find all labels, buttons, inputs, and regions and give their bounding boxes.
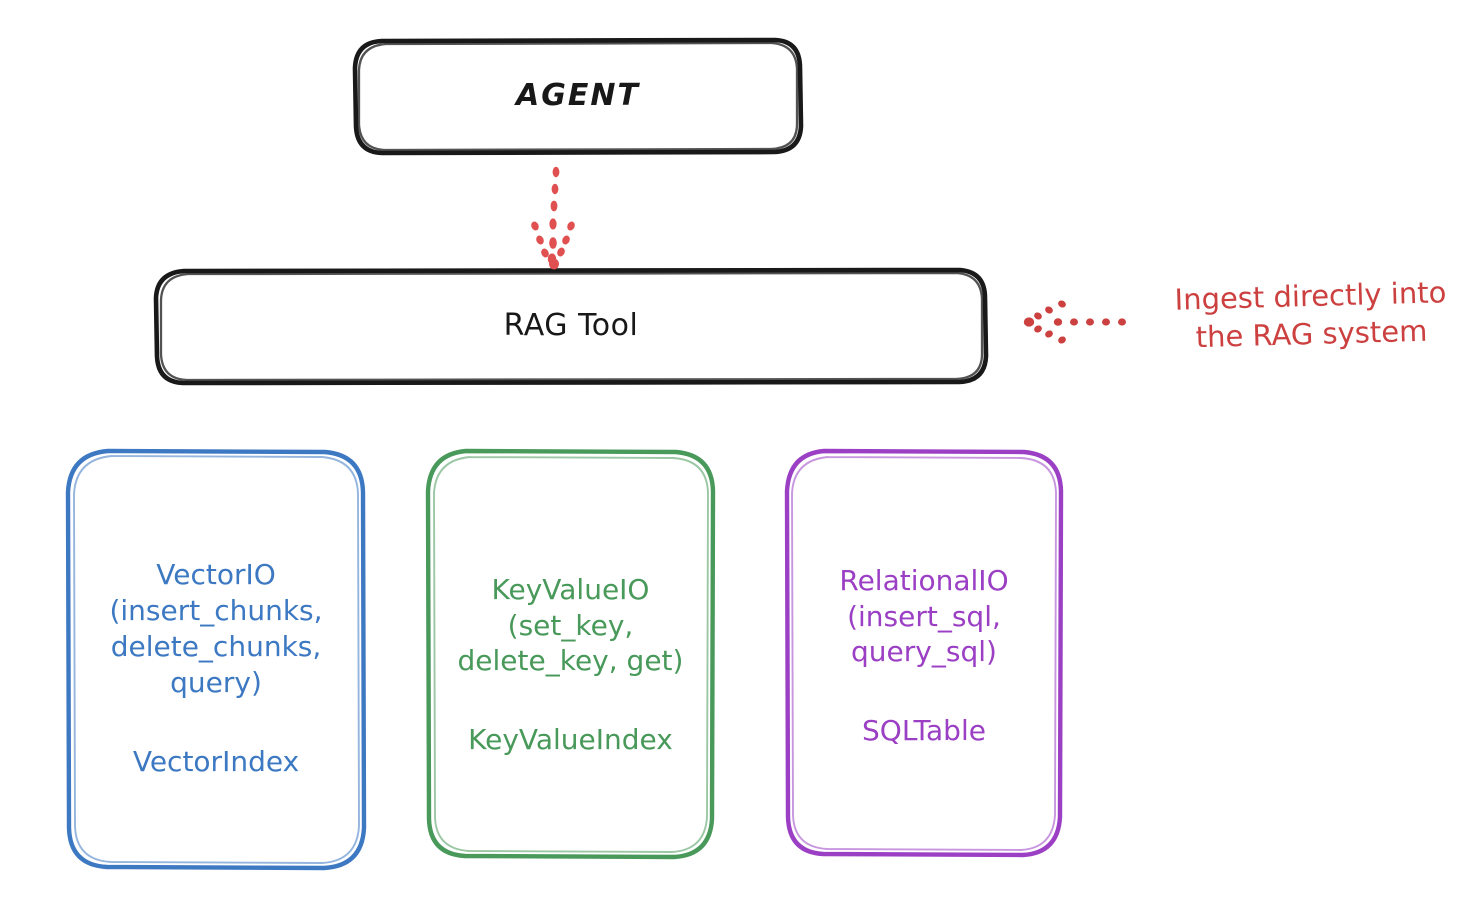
- key-value-io-api-label: KeyValueIO (set_key, delete_key, get): [457, 572, 684, 678]
- key-value-index-label: KeyValueIndex: [468, 723, 673, 757]
- relational-io-api-label: RelationalIO (insert_sql, query_sql): [839, 563, 1009, 669]
- ingest-to-rag-tool-arrow: [1023, 300, 1126, 344]
- vector-io-api-label: VectorIO (insert_chunks, delete_chunks, …: [109, 558, 323, 699]
- vector-index-label: VectorIndex: [132, 744, 300, 778]
- sql-table-label: SQLTable: [862, 714, 986, 748]
- ingest-annotation-label: Ingest directly into the RAG system: [1174, 275, 1447, 354]
- agent-to-rag-tool-arrow: [531, 166, 575, 270]
- rag-tool-label: RAG Tool: [503, 308, 639, 344]
- agent-label: AGENT: [516, 78, 640, 114]
- agent-box[interactable]: AGENT: [355, 40, 801, 153]
- rag-tool-box[interactable]: RAG Tool: [156, 270, 986, 383]
- key-value-io-box[interactable]: KeyValueIO (set_key, delete_key, get) Ke…: [428, 450, 713, 858]
- relational-io-box[interactable]: RelationalIO (insert_sql, query_sql) SQL…: [787, 450, 1061, 856]
- vector-io-box[interactable]: VectorIO (insert_chunks, delete_chunks, …: [68, 450, 364, 869]
